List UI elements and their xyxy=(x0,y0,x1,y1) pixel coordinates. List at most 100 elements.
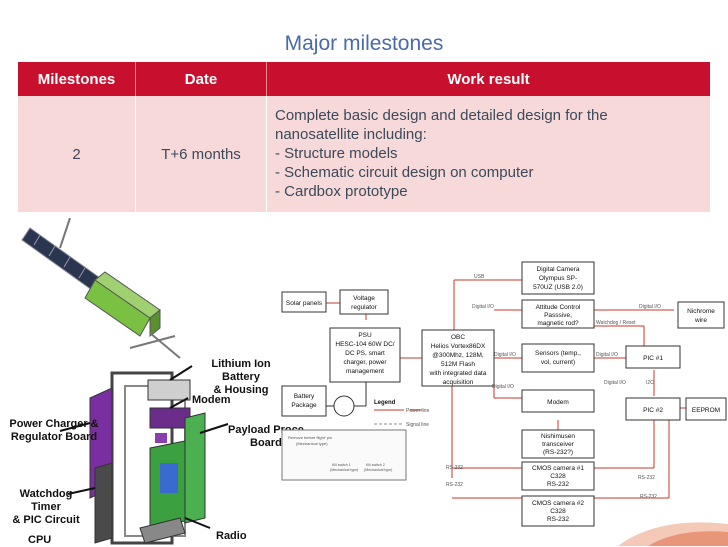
attitude-box xyxy=(521,299,595,329)
psu-text: management xyxy=(346,368,384,375)
pic1-box xyxy=(625,345,681,369)
battery-text-1: Battery xyxy=(294,393,315,400)
digital-io-label: Digital I/O xyxy=(494,352,516,358)
voltage-regulator-box xyxy=(339,289,389,315)
camera-box xyxy=(521,261,595,295)
regulator-text-2: regulator xyxy=(351,304,377,311)
obc-text: 512M Flash xyxy=(441,361,475,368)
nichrome-text: wire xyxy=(694,317,707,324)
transceiver-text: (RS-232?) xyxy=(543,449,573,456)
date-cell: T+6 months xyxy=(135,96,267,212)
switch2-text: (Mechanical type) xyxy=(364,468,392,472)
table-header-row: Milestones Date Work result xyxy=(18,62,710,96)
pic2-text: PIC #2 xyxy=(643,407,663,414)
transceiver-text: transceiver xyxy=(542,441,575,448)
digital-io-label: Digital I/O xyxy=(472,304,494,310)
satellite-model xyxy=(21,218,181,359)
block-diagram: Solar panels Voltage regulator PSU HESC-… xyxy=(281,261,727,527)
switch-note-1: Remove before flight' pin xyxy=(288,435,332,440)
camera-text: Digital Camera xyxy=(537,266,580,273)
rs232-label: RS-232 xyxy=(638,475,655,481)
eeprom-box xyxy=(685,397,727,421)
label-watchdog-line-1: Watchdog Timer xyxy=(19,488,73,513)
switch-note-2: (Mechanical type) xyxy=(296,441,328,446)
cmos1-box xyxy=(521,461,595,491)
cmos1-text: CMOS camera #1 xyxy=(532,465,584,472)
modem-box xyxy=(521,389,595,413)
transceiver-box xyxy=(521,429,595,459)
label-charger: Power Charger & Regulator Board xyxy=(0,418,108,444)
watchdog-reset-label: Watchdog / Reset xyxy=(596,320,636,326)
modem-text: Modem xyxy=(547,399,569,406)
solar-panels-box xyxy=(281,291,327,313)
label-charger-line-1: Power Charger & xyxy=(9,418,99,430)
regulator-text-1: Voltage xyxy=(353,295,375,302)
switch1-text: Kill switch 1 xyxy=(332,463,351,467)
work-item: - Schematic circuit design on computer xyxy=(275,163,534,181)
corner-decoration xyxy=(618,522,728,546)
legend-power: Power line xyxy=(406,408,430,414)
label-cpu: CPU xyxy=(28,534,52,546)
attitude-text: Attitude Control xyxy=(536,304,581,311)
milestone-cell: 2 xyxy=(18,96,136,212)
nichrome-box xyxy=(677,301,725,329)
exploded-view xyxy=(89,371,206,545)
battery-box xyxy=(281,385,327,417)
pic2-box xyxy=(625,397,681,421)
i2c-label: I2C xyxy=(646,380,654,386)
psu-text: charger, power xyxy=(344,359,388,366)
work-intro-line-1: Complete basic design and detailed desig… xyxy=(275,106,608,124)
label-battery: Lithium Ion Battery & Housing xyxy=(196,358,286,397)
cmos2-text: RS-232 xyxy=(547,516,569,523)
work-item: - Cardbox prototype xyxy=(275,182,408,200)
label-modem: Modem xyxy=(192,394,231,406)
pic1-text: PIC #1 xyxy=(643,355,663,362)
legend-title: Legend xyxy=(374,400,396,406)
usb-label: USB xyxy=(474,274,485,280)
header-work-result: Work result xyxy=(266,62,710,96)
digital-io-label: Digital I/O xyxy=(639,304,661,310)
work-result-cell: Complete basic design and detailed desig… xyxy=(266,96,710,212)
sensors-text: vol, current) xyxy=(541,359,575,366)
rs232-label: RS-232 xyxy=(446,465,463,471)
attitude-text: magnetic rod? xyxy=(537,320,579,327)
kill-switch-box xyxy=(281,429,407,481)
work-item: - Structure models xyxy=(275,144,398,162)
psu-text: HESC-104 60W DC/ xyxy=(335,341,394,348)
transceiver-text: Nishimusen xyxy=(541,433,575,440)
obc-text: Helios Vortex86DX xyxy=(431,343,486,350)
work-intro-line-2: nanosatellite including: xyxy=(275,125,427,143)
solar-text: Solar panels xyxy=(286,300,323,307)
sensors-box xyxy=(521,343,595,373)
milestones-table: Milestones Date Work result 2 T+6 months… xyxy=(18,62,710,212)
sensors-text: Sensors (temp., xyxy=(535,350,581,357)
obc-text: @300Mhz, 128M, xyxy=(432,352,484,359)
label-charger-line-2: Regulator Board xyxy=(10,431,98,443)
label-watchdog: Watchdog Timer & PIC Circuit xyxy=(6,488,86,527)
rs232-label: RS-232 xyxy=(446,482,463,488)
label-watchdog-line-2: & PIC Circuit xyxy=(12,514,80,526)
battery-text-2: Package xyxy=(291,402,317,409)
psu-box xyxy=(329,327,401,383)
switch2-text: Kill switch 2 xyxy=(366,463,385,467)
cmos2-text: C328 xyxy=(550,508,566,515)
switch1-text: (Mechanical type) xyxy=(330,468,358,472)
label-payload-line-2: Board xyxy=(250,437,282,449)
digital-io-label: Digital I/O xyxy=(604,380,626,386)
label-battery-line-2: & Housing xyxy=(213,384,269,396)
label-battery-line-1: Lithium Ion Battery xyxy=(211,358,271,383)
digital-io-label: Digital I/O xyxy=(596,352,618,358)
table-row: 2 T+6 months Complete basic design and d… xyxy=(18,96,710,212)
obc-text: with integrated data xyxy=(429,370,487,377)
camera-text: Olympus SP- xyxy=(539,275,577,282)
satellite-illustration xyxy=(21,218,229,545)
camera-text: 570UZ (USB 2.0) xyxy=(533,284,583,291)
cmos1-text: RS-232 xyxy=(547,481,569,488)
psu-text: PSU xyxy=(358,332,372,339)
cmos1-text: C328 xyxy=(550,473,566,480)
digital-io-label: Digital I/O xyxy=(492,384,514,390)
legend-signal: Signal line xyxy=(406,422,429,428)
obc-text: OBC xyxy=(451,334,465,341)
cmos2-text: CMOS camera #2 xyxy=(532,500,584,507)
callout-arrows xyxy=(59,365,229,529)
